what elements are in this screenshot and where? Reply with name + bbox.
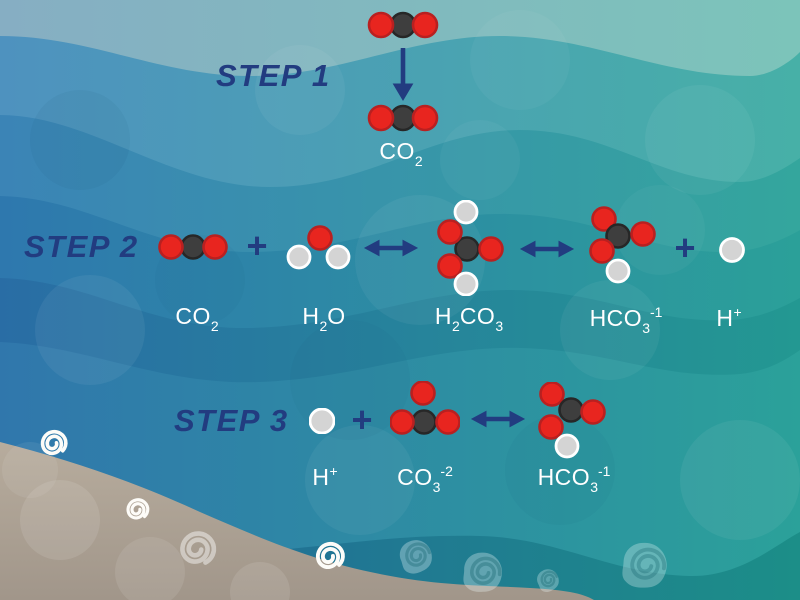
h2o-label: H2O [302, 303, 346, 334]
h2o-molecule [286, 225, 351, 270]
hydrogen-atom [453, 200, 479, 225]
equilibrium-arrow-icon [519, 240, 575, 258]
plus-operator: + [674, 227, 696, 268]
h2co3-molecule [437, 200, 504, 296]
plus-operator: + [246, 225, 268, 266]
oxygen-atom [411, 104, 439, 132]
oxygen-atom [591, 206, 617, 232]
bokeh-decoration [30, 10, 800, 540]
plus-operator: + [351, 399, 373, 440]
oxygen-atom [390, 409, 415, 435]
h-ion [309, 408, 335, 434]
co3-label: CO3-2 [397, 463, 453, 495]
sand-bokeh [2, 442, 290, 600]
carbon-atom [605, 223, 631, 249]
carbon-atom [389, 104, 417, 132]
carbon-atom [389, 11, 417, 39]
hco3-molecule [538, 382, 606, 459]
hydrogen-atom [605, 258, 631, 284]
h-ion-label: H+ [312, 463, 338, 490]
down-arrow-icon [392, 48, 414, 101]
oxygen-atom [367, 11, 395, 39]
oxygen-atom [410, 381, 436, 406]
h2co3-label: H2CO3 [434, 303, 504, 334]
step-3-label: STEP 3 [174, 403, 289, 438]
co2-label: CO2 [175, 303, 219, 334]
step-2-label: STEP 2 [24, 229, 139, 264]
hco3-molecule [589, 206, 656, 284]
oxygen-atom [580, 399, 606, 425]
hydrogen-atom [325, 244, 351, 270]
oxygen-atom [411, 11, 439, 39]
step-1-label: STEP 1 [216, 58, 331, 93]
oxygen-atom [538, 414, 564, 440]
hco3-label: HCO3-1 [537, 463, 611, 495]
oxygen-atom [435, 409, 460, 435]
h-ion [719, 237, 745, 263]
oxygen-atom [437, 219, 463, 245]
oxygen-atom [158, 234, 184, 260]
oxygen-atom [630, 221, 656, 247]
oxygen-atom [478, 236, 504, 262]
carbon-atom [411, 409, 437, 435]
hydrogen-atom [554, 433, 580, 459]
co3-molecule [390, 381, 460, 435]
co2-label: CO2 [379, 138, 423, 169]
oxygen-atom [437, 253, 463, 279]
hco3-label: HCO3-1 [589, 304, 663, 336]
equilibrium-arrow-icon [363, 239, 419, 257]
hydrogen-atom [286, 244, 312, 270]
oxygen-atom [367, 104, 395, 132]
sand-floor [0, 442, 594, 600]
co2-molecule [367, 104, 439, 132]
carbon-atom [558, 397, 584, 423]
oxygen-atom [307, 225, 333, 251]
co2-molecule [158, 234, 228, 260]
h-ion-label: H+ [716, 304, 742, 331]
equilibrium-arrow-icon [470, 410, 526, 428]
oxygen-atom [539, 382, 565, 407]
hydrogen-atom [453, 271, 479, 296]
hydrogen-atom [719, 237, 745, 263]
hydrogen-atom [309, 408, 335, 434]
oxygen-atom [589, 238, 615, 264]
oxygen-atom [202, 234, 228, 260]
co2-molecule [367, 11, 439, 39]
carbon-atom [180, 234, 206, 260]
